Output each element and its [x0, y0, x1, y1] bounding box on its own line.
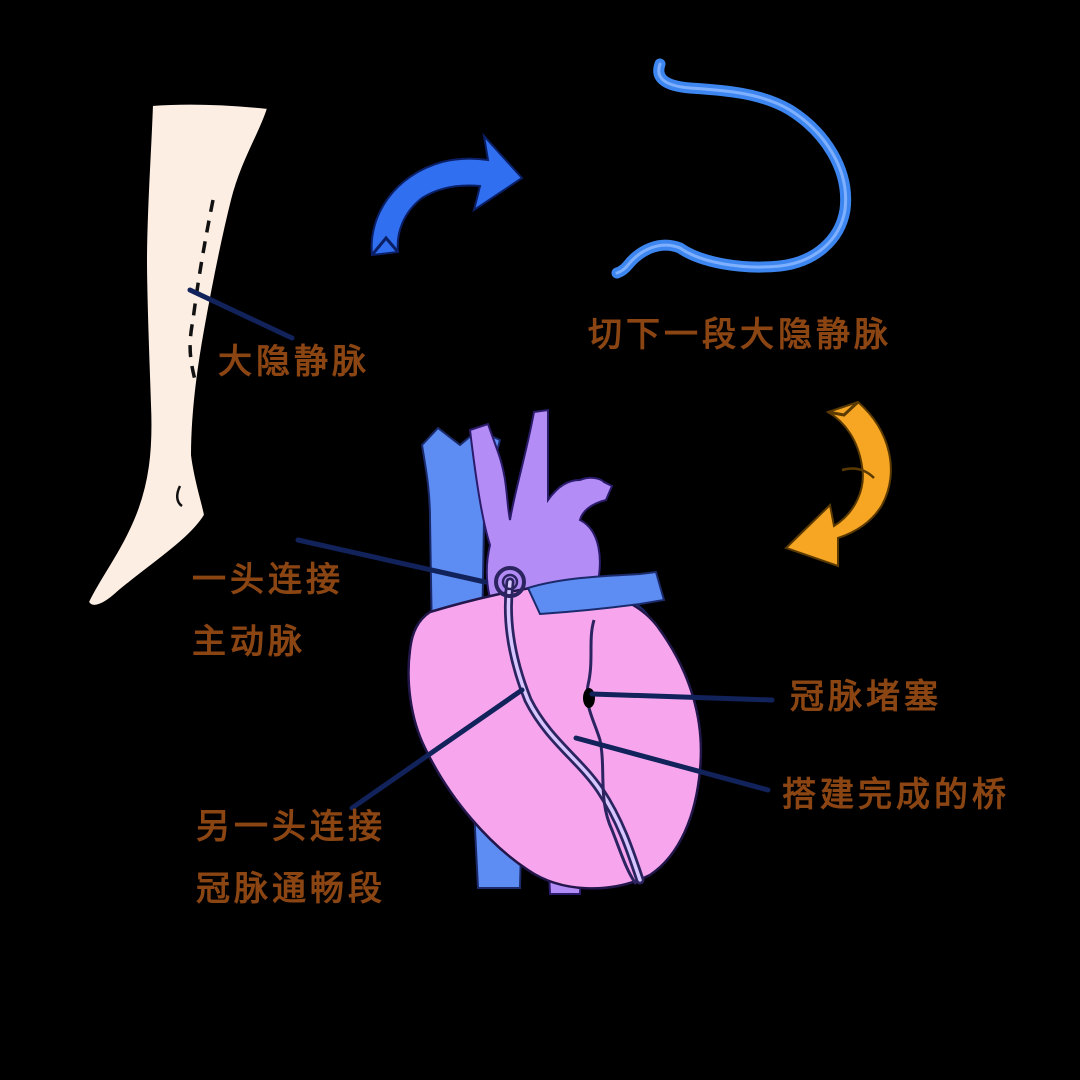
coronary-artery — [585, 619, 638, 885]
leader-saphenous — [187, 287, 295, 341]
pulmonary-artery — [526, 570, 666, 616]
coronary-blockage — [583, 688, 595, 708]
label-blockage: 冠脉堵塞 — [790, 677, 942, 717]
vein-outer — [611, 58, 852, 279]
label-one-end-line2: 主动脉 — [192, 622, 306, 662]
arrow-orange-body — [784, 400, 892, 568]
leader-aorta — [295, 537, 488, 585]
arrow-blue-body — [370, 132, 524, 257]
label-completed-bridge: 搭建完成的桥 — [782, 775, 1010, 815]
leg-shape — [86, 102, 270, 607]
label-one-end-line1: 一头连接 — [192, 560, 344, 600]
label-cut-segment: 切下一段大隐静脉 — [588, 315, 892, 355]
arrow-orange-fold — [827, 400, 860, 417]
vein-segment-illustration — [611, 58, 852, 279]
label-other-end-line2: 冠脉通畅段 — [196, 869, 386, 909]
leader-bridge — [573, 735, 771, 793]
leader-lines — [187, 287, 775, 811]
aortic-anastomosis-inner — [501, 573, 519, 591]
leg-illustration — [86, 102, 270, 607]
arrow-orange-crease — [841, 467, 875, 479]
aortic-anastomosis — [494, 566, 526, 598]
label-other-end-line1: 另一头连接 — [196, 807, 386, 847]
saphenous-vein-dash — [188, 199, 215, 381]
curved-arrow-icon — [784, 400, 892, 568]
bypass-graft-inner — [506, 580, 642, 882]
arrow-blue-fold — [370, 235, 400, 256]
curved-arrow-icon — [370, 132, 524, 257]
leader-blockage — [589, 691, 775, 703]
heart-illustration — [407, 408, 703, 895]
label-saphenous-vein: 大隐静脉 — [218, 342, 370, 382]
ankle-mark — [176, 485, 183, 508]
vein-inner — [615, 62, 848, 275]
leader-other-end — [349, 687, 525, 811]
